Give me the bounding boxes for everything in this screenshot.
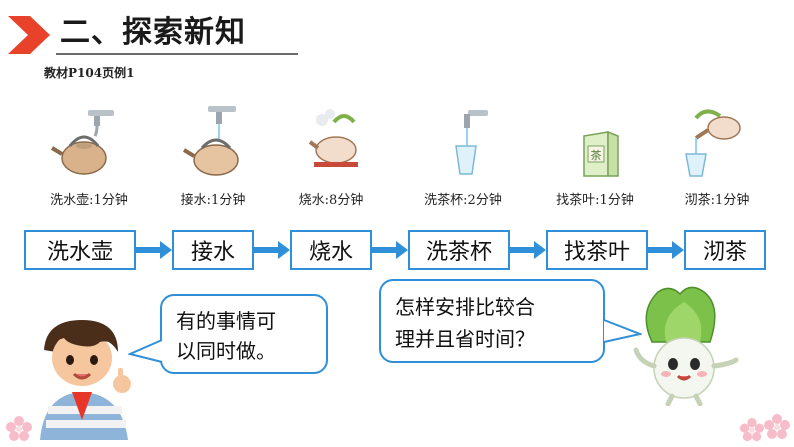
flower-decoration-icon xyxy=(740,418,764,442)
pour-tea-icon xyxy=(685,109,741,177)
bubble-tail-icon xyxy=(128,339,163,363)
flow-arrow-icon xyxy=(136,241,172,259)
flow-box-wash-cup: 洗茶杯 xyxy=(408,230,510,270)
title-underline xyxy=(56,53,298,55)
svg-text:茶: 茶 xyxy=(591,149,602,162)
step-label-boil-water: 烧水:8分钟 xyxy=(298,193,364,208)
step-label-make-tea: 沏茶:1分钟 xyxy=(684,193,750,208)
flower-decoration-icon xyxy=(6,416,32,441)
step-label-wash-cup: 洗茶杯:2分钟 xyxy=(424,193,502,208)
step-label-wash-kettle: 洗水壶:1分钟 xyxy=(50,193,128,208)
bubble-tail-icon xyxy=(603,319,642,343)
flow-arrow-icon xyxy=(372,241,408,259)
faucet-cup-icon xyxy=(455,110,488,175)
flow-arrow-icon xyxy=(254,241,290,259)
boy-speech-line: 有的事情可 xyxy=(176,309,276,333)
kettle-wash-icon xyxy=(50,110,114,175)
flow-box-find-tea: 找茶叶 xyxy=(546,230,648,270)
cabbage-speech-line: 理并且省时间？ xyxy=(395,327,535,351)
step-label-find-tea: 找茶叶:1分钟 xyxy=(556,193,634,208)
section-title: 二、探索新知 xyxy=(60,15,246,50)
flow-box-fill-water: 接水 xyxy=(172,230,254,270)
flow-box-boil-water: 烧水 xyxy=(290,230,372,270)
step-label-fill-water: 接水:1分钟 xyxy=(180,193,246,208)
textbook-source-note: 教材P104页例1 xyxy=(44,66,135,80)
flow-box-make-tea: 沏茶 xyxy=(684,230,766,270)
flow-box-wash-kettle: 洗水壶 xyxy=(24,230,136,270)
boy-speech-bubble: 有的事情可 以同时做。 xyxy=(160,294,328,374)
flow-arrow-icon xyxy=(510,241,546,259)
cabbage-speech-line: 怎样安排比较合 xyxy=(395,295,535,319)
boy-speech-line: 以同时做。 xyxy=(176,339,276,363)
faucet-fill-kettle-icon xyxy=(182,106,239,176)
cabbage-mascot-icon xyxy=(633,286,739,406)
flow-arrow-icon xyxy=(648,241,684,259)
cabbage-speech-bubble: 怎样安排比较合 理并且省时间？ xyxy=(379,279,605,363)
flower-decoration-icon xyxy=(764,414,790,439)
tea-box-icon: 茶 xyxy=(583,130,619,177)
section-chevron-icon xyxy=(8,16,50,54)
boy-character-icon xyxy=(40,320,131,440)
boiling-kettle-icon xyxy=(308,109,358,167)
